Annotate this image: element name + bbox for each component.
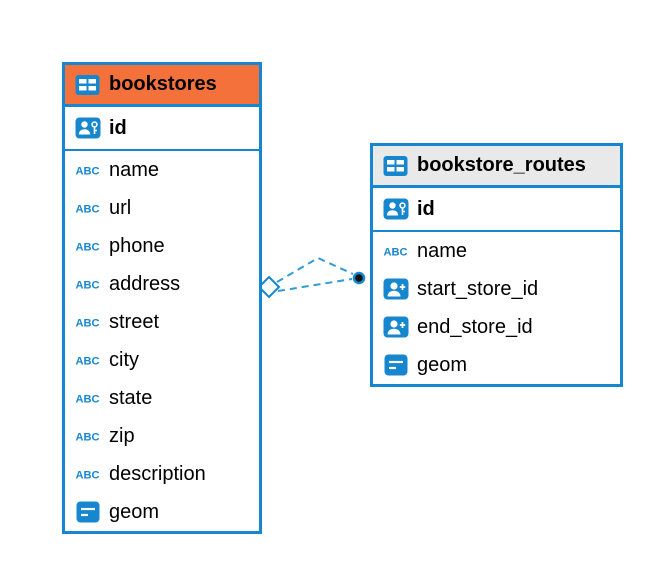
column-row-bookstores-phone[interactable]: ABC phone: [65, 227, 259, 265]
column-name: zip: [109, 424, 135, 447]
column-name: description: [109, 462, 206, 485]
column-name: start_store_id: [417, 277, 539, 300]
table-header-bookstores[interactable]: bookstores: [65, 65, 259, 107]
column-name: state: [109, 386, 153, 409]
abc-icon: ABC: [74, 390, 101, 406]
column-row-bookstores-city[interactable]: ABC city: [65, 341, 259, 379]
column-row-bookstores-name[interactable]: ABC name: [65, 151, 259, 189]
column-row-bookstore_routes-geom[interactable]: geom: [373, 346, 620, 384]
column-name: geom: [417, 353, 468, 376]
diamond-marker[interactable]: [257, 275, 281, 299]
column-row-bookstore_routes-end_store_id[interactable]: end_store_id: [373, 308, 620, 346]
abc-icon: ABC: [74, 314, 101, 330]
svg-text:ABC: ABC: [75, 279, 99, 291]
abc-icon: ABC: [74, 238, 101, 254]
abc-icon: ABC: [382, 243, 409, 259]
table-header-bookstore_routes[interactable]: bookstore_routes: [373, 146, 620, 188]
abc-icon: ABC: [74, 276, 101, 292]
column-row-bookstore_routes-start_store_id[interactable]: start_store_id: [373, 270, 620, 308]
svg-text:ABC: ABC: [75, 431, 99, 443]
svg-text:ABC: ABC: [75, 317, 99, 329]
person-key-icon: [382, 198, 409, 220]
person-icon: [382, 316, 409, 338]
table-icon: [382, 155, 409, 177]
column-row-bookstore_routes-id[interactable]: id: [373, 188, 620, 232]
circle-marker[interactable]: [352, 271, 366, 285]
geom-icon: [74, 501, 101, 523]
svg-text:ABC: ABC: [75, 203, 99, 215]
column-name: street: [109, 310, 160, 333]
svg-text:ABC: ABC: [75, 469, 99, 481]
table-title: bookstores: [109, 73, 217, 95]
column-name: city: [109, 348, 139, 371]
abc-icon: ABC: [74, 352, 101, 368]
column-row-bookstores-address[interactable]: ABC address: [65, 265, 259, 303]
column-name: end_store_id: [417, 315, 533, 338]
column-name: name: [109, 158, 160, 181]
column-row-bookstores-street[interactable]: ABC street: [65, 303, 259, 341]
table-title: bookstore_routes: [417, 154, 586, 176]
person-key-icon: [74, 117, 101, 139]
abc-icon: ABC: [74, 466, 101, 482]
svg-text:ABC: ABC: [75, 241, 99, 253]
column-name: url: [109, 196, 132, 219]
svg-text:ABC: ABC: [383, 246, 407, 258]
abc-icon: ABC: [74, 428, 101, 444]
column-row-bookstores-zip[interactable]: ABC zip: [65, 417, 259, 455]
column-row-bookstores-geom[interactable]: geom: [65, 493, 259, 531]
relationship-line-upper: [276, 256, 354, 283]
svg-text:ABC: ABC: [75, 165, 99, 177]
svg-text:ABC: ABC: [75, 393, 99, 405]
relationship-line-lower: [277, 278, 353, 292]
column-row-bookstore_routes-name[interactable]: ABC name: [373, 232, 620, 270]
column-name: id: [109, 116, 127, 139]
column-name: id: [417, 197, 435, 220]
column-name: geom: [109, 500, 160, 523]
column-row-bookstores-url[interactable]: ABC url: [65, 189, 259, 227]
person-icon: [382, 278, 409, 300]
column-name: address: [109, 272, 181, 295]
column-name: name: [417, 239, 468, 262]
relationship-connector[interactable]: [256, 248, 374, 308]
column-row-bookstores-description[interactable]: ABC description: [65, 455, 259, 493]
geom-icon: [382, 354, 409, 376]
abc-icon: ABC: [74, 162, 101, 178]
table-icon: [74, 74, 101, 96]
abc-icon: ABC: [74, 200, 101, 216]
column-row-bookstores-state[interactable]: ABC state: [65, 379, 259, 417]
column-name: phone: [109, 234, 165, 257]
column-row-bookstores-id[interactable]: id: [65, 107, 259, 151]
svg-text:ABC: ABC: [75, 355, 99, 367]
